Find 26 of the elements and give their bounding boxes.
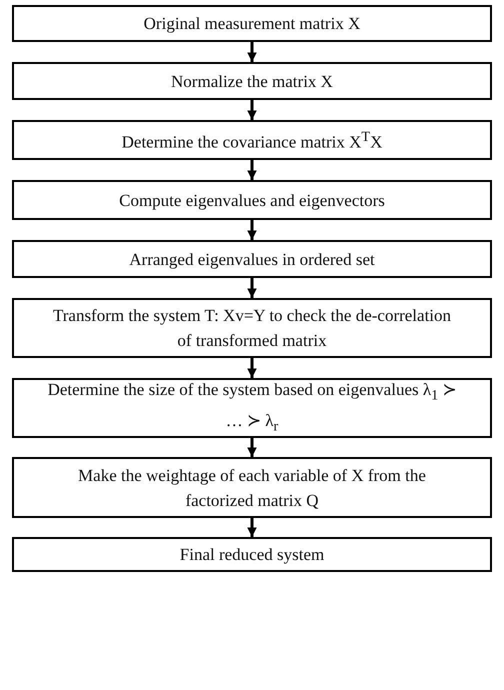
arrow — [247, 358, 257, 378]
process-box — [12, 62, 492, 100]
process-box — [12, 240, 492, 278]
process-box — [12, 120, 492, 160]
step-text: Final reduced system — [180, 544, 324, 566]
arrow — [247, 220, 257, 240]
step-text: Original measurement matrix X — [144, 13, 360, 35]
step-text: Make the weightage of each variable of X from the factorized matrix Q — [77, 464, 427, 512]
arrow — [247, 160, 257, 180]
arrow — [247, 438, 257, 457]
step-text: Determine the size of the system based on eigenvalues λ$_{1}$ ≻ … ≻ λ$_{r}$ — [46, 378, 458, 436]
process-box — [12, 457, 492, 518]
process-box — [12, 180, 492, 220]
arrow — [247, 100, 257, 120]
step-text: Determine the covariance matrix X$^{T}$X — [122, 128, 382, 154]
process-box — [12, 378, 492, 438]
arrow — [247, 42, 257, 62]
step-text: Arranged eigenvalues in ordered set — [129, 248, 375, 271]
arrow — [247, 278, 257, 298]
step-text: Transform the system T: Xv=Y to check the de-correlation of transformed matrix — [52, 305, 452, 352]
process-box — [12, 298, 492, 358]
process-box — [12, 537, 492, 572]
step-text: Compute eigenvalues and eigenvectors — [119, 190, 385, 212]
arrow — [247, 518, 257, 537]
step-text: Normalize the matrix X — [171, 70, 333, 92]
process-box — [12, 5, 492, 42]
